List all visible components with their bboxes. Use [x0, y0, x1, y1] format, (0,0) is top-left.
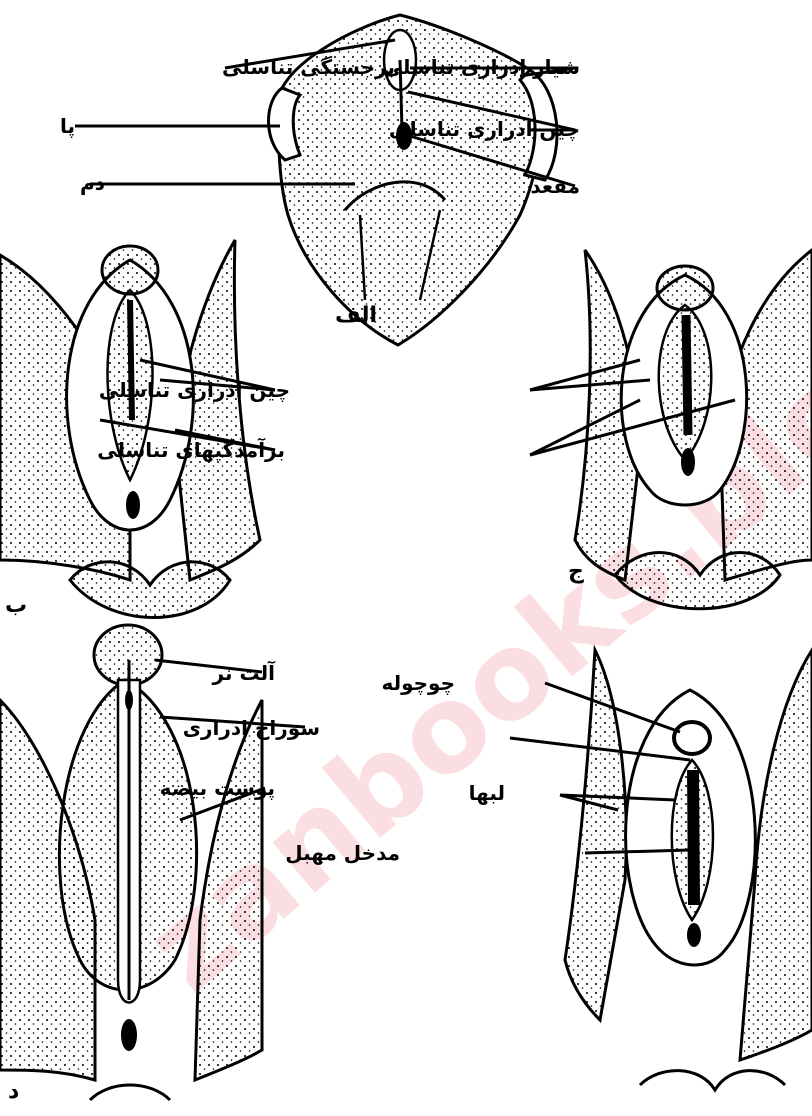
panel-dal: د — [0, 625, 262, 1104]
panel-label-alef: الف — [335, 303, 377, 328]
buttocks-f — [640, 1071, 785, 1090]
panel-female — [565, 650, 812, 1090]
urethral-slit — [130, 300, 132, 420]
label-tail: دم — [80, 171, 105, 195]
vaginal-opening-f — [693, 770, 694, 905]
meatus-dal — [125, 690, 133, 710]
label-genital-swellings: برآمدگیهای تناسلی — [97, 437, 285, 462]
panel-label-be: ب — [5, 593, 27, 618]
label-clitoris: چوچوله — [381, 671, 455, 696]
panel-label-jim: ج — [568, 559, 584, 584]
thigh-right-dal — [195, 700, 262, 1080]
label-urethral-groove: شیار ادراری تناسلی — [383, 55, 580, 79]
label-urethral-fold: چین ادراری تناسلی — [389, 117, 580, 142]
label-leg: پا — [60, 114, 75, 139]
panel-be: ب — [0, 240, 260, 618]
anus-f — [687, 923, 701, 947]
panel-label-dal: د — [8, 1079, 19, 1104]
label-penis: آلت نر — [212, 660, 277, 685]
tubercle-tip — [102, 246, 158, 294]
anus-be — [126, 491, 140, 519]
label-vaginal-entrance: مدخل مهبل — [285, 841, 400, 865]
anus-dal — [121, 1019, 137, 1051]
buttocks-dal — [90, 1085, 170, 1100]
label-scrotum: پوست بیضه — [160, 776, 275, 801]
label-anus: مقعد — [530, 174, 580, 198]
slit-jim — [686, 315, 688, 435]
label-labia: لبها — [469, 781, 505, 805]
anus-jim — [681, 448, 695, 476]
tubercle-jim — [657, 266, 713, 310]
buttocks-be — [70, 562, 230, 618]
label-urinary-meatus: سوراخ ادراری — [183, 716, 320, 740]
label-genital-tubercle: برجستگی تناسلی — [222, 55, 395, 79]
clitoris-f — [674, 722, 710, 754]
label-urogenital-folds: چین ادراری تناسلی — [99, 378, 290, 403]
